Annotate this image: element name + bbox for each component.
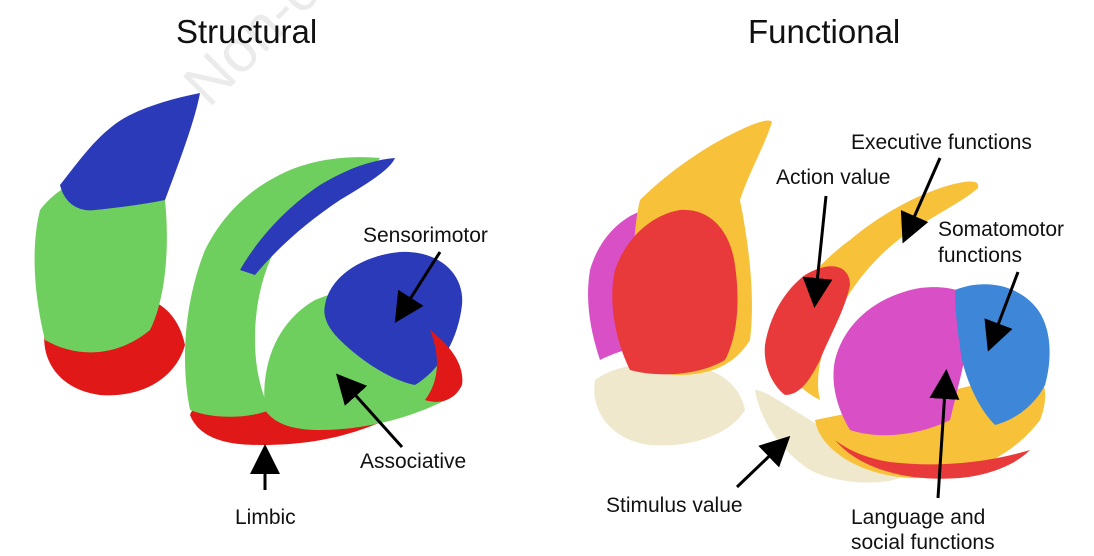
f-left-stimulus xyxy=(594,363,745,445)
arrow-stimulus-value xyxy=(737,440,786,487)
left-caudate-sensorimotor xyxy=(60,93,200,210)
label-social-functions: social functions xyxy=(851,531,995,555)
label-sensorimotor: Sensorimotor xyxy=(363,224,488,248)
label-somatomotor: Somatomotor xyxy=(938,218,1064,242)
label-language: Language and xyxy=(851,506,985,530)
structural-title: Structural xyxy=(176,13,317,51)
structural-striatum xyxy=(35,93,463,445)
label-limbic: Limbic xyxy=(235,506,296,530)
label-stimulus-value: Stimulus value xyxy=(606,494,743,518)
label-executive-functions: Executive functions xyxy=(851,131,1032,155)
functional-title: Functional xyxy=(748,13,900,51)
label-somatomotor-functions: functions xyxy=(938,244,1022,268)
label-action-value: Action value xyxy=(776,166,890,190)
label-associative: Associative xyxy=(360,450,466,474)
